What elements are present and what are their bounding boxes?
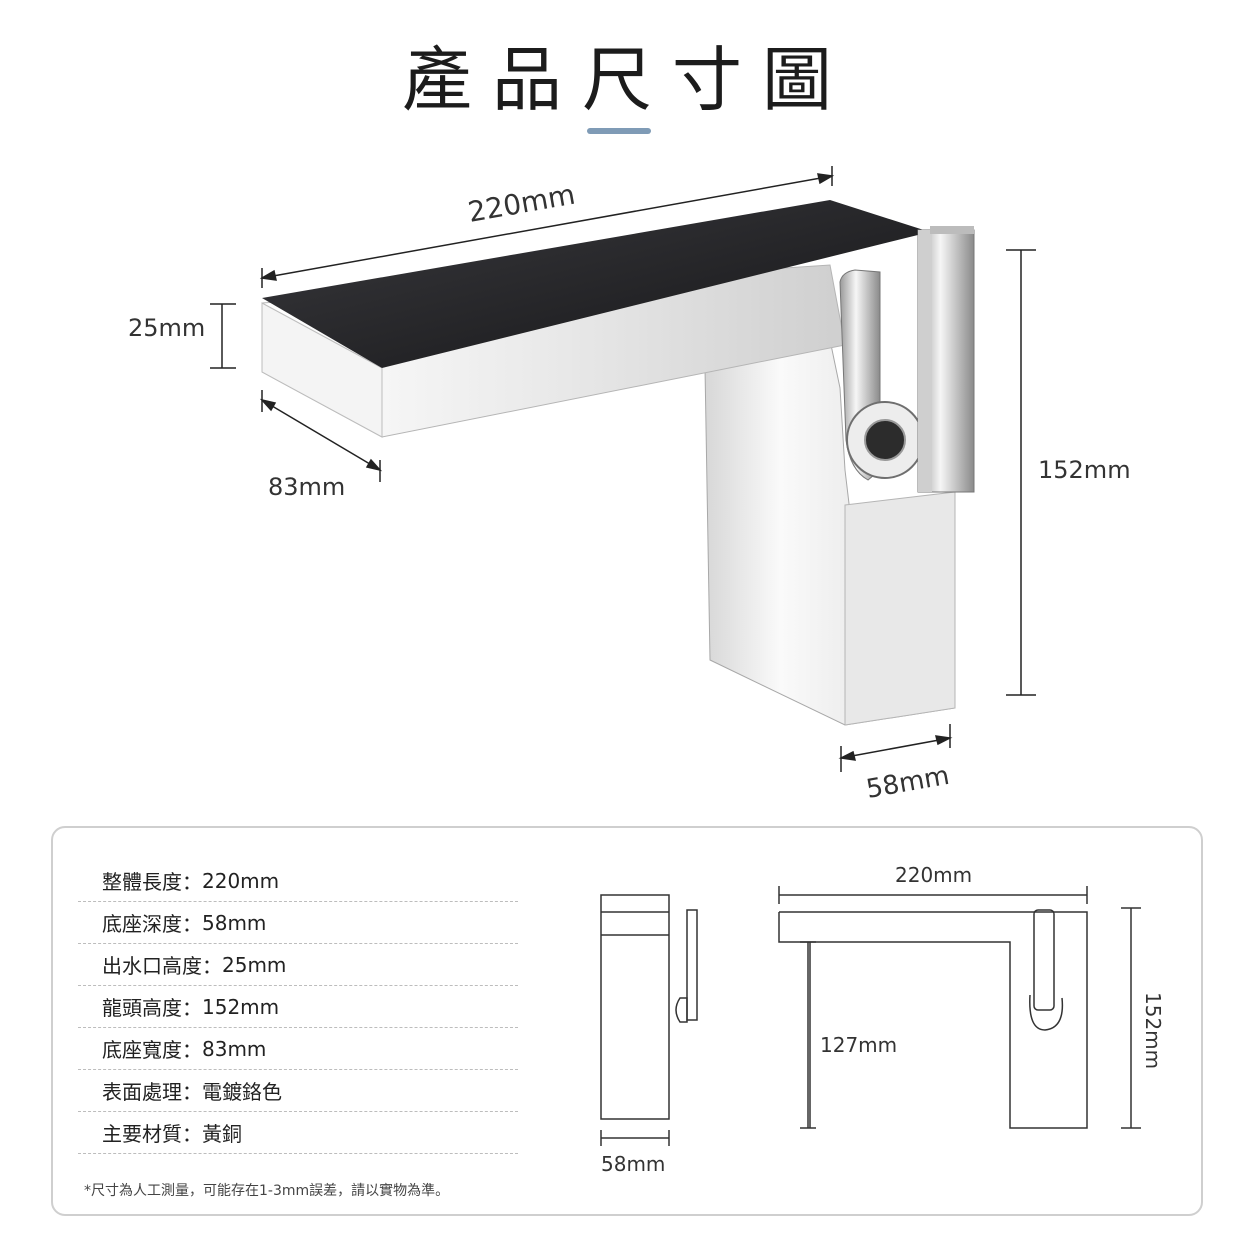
dimension-width: [259, 390, 383, 482]
spec-value: 83mm: [202, 1036, 267, 1061]
faucet-3d-diagram: 220mm 25mm 83mm 152mm: [128, 166, 1131, 805]
front-view-height-label: 152mm: [1141, 992, 1165, 1069]
dimension-width-label: 83mm: [268, 473, 345, 501]
front-view-length-label: 220mm: [895, 863, 972, 887]
spec-row-base-depth: 底座深度：58mm: [78, 902, 518, 944]
side-view-drawing: [600, 894, 698, 1146]
spec-value: 220mm: [202, 868, 280, 893]
spec-value: 25mm: [222, 952, 287, 977]
dimension-length: [259, 166, 835, 288]
measurement-note: *尺寸為人工測量，可能存在1-3mm誤差，請以實物為準。: [84, 1183, 450, 1199]
spec-panel: [51, 826, 1203, 1216]
spec-row-finish: 表面處理：電鍍鉻色: [78, 1070, 518, 1112]
spec-row-outlet-height: 出水口高度：25mm: [78, 944, 518, 986]
title-underline: [587, 128, 651, 134]
spec-value: 58mm: [202, 910, 267, 935]
faucet-illustration: [261, 200, 975, 726]
side-view-depth-label: 58mm: [601, 1152, 665, 1176]
dimension-spout-height-label: 25mm: [128, 314, 205, 342]
spec-row-length: 整體長度：220mm: [78, 860, 518, 902]
spec-value: 黃銅: [202, 1122, 242, 1146]
spec-label: 底座寬度：: [102, 1038, 202, 1062]
spec-row-material: 主要材質：黃銅: [78, 1112, 518, 1154]
front-view-clearance-label: 127mm: [820, 1033, 897, 1057]
dimension-spout-height: [210, 303, 236, 369]
spec-label: 表面處理：: [102, 1080, 202, 1104]
spec-label: 出水口高度：: [102, 954, 222, 978]
spec-label: 整體長度：: [102, 870, 202, 894]
spec-row-base-width: 底座寬度：83mm: [78, 1028, 518, 1070]
dimension-height-label: 152mm: [1038, 456, 1131, 484]
spec-list: 整體長度：220mm 底座深度：58mm 出水口高度：25mm 龍頭高度：152…: [78, 860, 518, 1154]
dimension-height: [1006, 249, 1036, 696]
spec-label: 底座深度：: [102, 912, 202, 936]
dimension-base-depth: [838, 724, 953, 772]
spec-value: 152mm: [202, 994, 280, 1019]
front-view-drawing: [778, 886, 1141, 1129]
spec-row-faucet-height: 龍頭高度：152mm: [78, 986, 518, 1028]
page-title: 產品尺寸圖: [402, 39, 852, 121]
spec-label: 主要材質：: [102, 1122, 202, 1146]
spec-label: 龍頭高度：: [102, 996, 202, 1020]
spec-value: 電鍍鉻色: [202, 1080, 282, 1104]
